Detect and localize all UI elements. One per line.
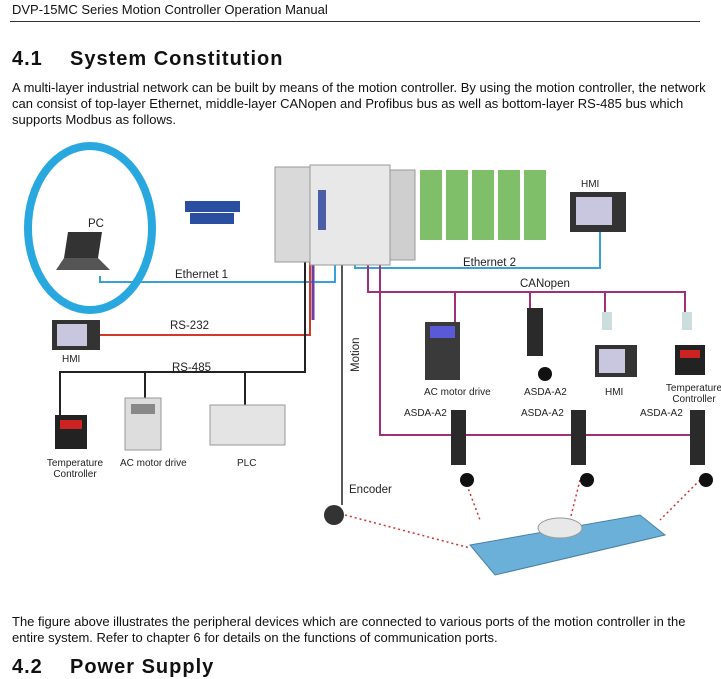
footer-paragraph: The figure above illustrates the periphe… (12, 614, 686, 645)
section-heading: 4.1 System Constitution (12, 48, 283, 71)
motion-line (379, 255, 700, 436)
temperature-controller-icon (55, 415, 87, 449)
encoder-dotted-line (344, 479, 701, 549)
canopen-label: CANopen (520, 278, 570, 290)
rs485-device-label: Temperature Controller (46, 458, 104, 480)
can-device-label: Temperature Controller (665, 383, 721, 405)
motion-drive-label: ASDA-A2 (404, 408, 447, 419)
servo-drive-icon (451, 410, 474, 487)
motion-controller-icon (274, 164, 546, 266)
can-adapter-icon (682, 312, 692, 330)
hmi-left-icon (52, 320, 100, 350)
hmi-can-icon (595, 345, 637, 377)
rs485-device-label: AC motor drive (120, 458, 187, 469)
annotation-circle (24, 142, 156, 314)
ethernet2-label: Ethernet 2 (463, 257, 517, 269)
hmi-top-label: HMI (581, 179, 600, 190)
can-device-label: AC motor drive (424, 387, 491, 398)
motion-label: Motion (350, 337, 362, 372)
ac-motor-drive-icon (124, 397, 162, 451)
conveyor-icon (469, 514, 667, 576)
plc-icon (209, 404, 286, 446)
hmi-left-label: HMI (62, 354, 81, 365)
pc-label: PC (88, 218, 104, 230)
canopen-line (367, 255, 686, 330)
rs232-line (100, 262, 311, 336)
document-header: DVP-15MC Series Motion Controller Operat… (12, 2, 328, 17)
rs485-line (59, 262, 306, 415)
encoder-icon (324, 505, 344, 525)
encoder-label: Encoder (349, 484, 392, 496)
temperature-controller-can-icon (675, 345, 705, 375)
motion-drive-label: ASDA-A2 (521, 408, 564, 419)
servo-drive-can-icon (527, 308, 552, 381)
can-device-label: ASDA-A2 (524, 387, 567, 398)
can-device-label: HMI (605, 387, 624, 398)
section-title: System Constitution (70, 48, 284, 70)
intro-paragraph: A multi-layer industrial network can be … (12, 80, 706, 127)
motion-drive-label: ASDA-A2 (640, 408, 683, 419)
ac-motor-drive-can-icon (425, 322, 460, 380)
laptop-icon (56, 232, 110, 270)
ethernet1-label: Ethernet 1 (175, 269, 229, 281)
section-number: 4.1 (12, 48, 43, 70)
header-divider (10, 21, 700, 22)
rs485-device-label: PLC (237, 458, 257, 469)
next-section-heading: 4.2 Power Supply (12, 656, 214, 679)
rs232-label: RS-232 (170, 320, 209, 332)
hmi-top-icon (570, 192, 626, 232)
next-section-title: Power Supply (70, 656, 215, 678)
servo-drive-icon (690, 410, 713, 487)
ethernet1-line (99, 255, 336, 283)
next-section-number: 4.2 (12, 656, 43, 678)
profibus-logo (185, 201, 240, 224)
can-adapter-icon (602, 312, 612, 330)
rs485-label: RS-485 (172, 362, 211, 374)
servo-drive-icon (571, 410, 594, 487)
